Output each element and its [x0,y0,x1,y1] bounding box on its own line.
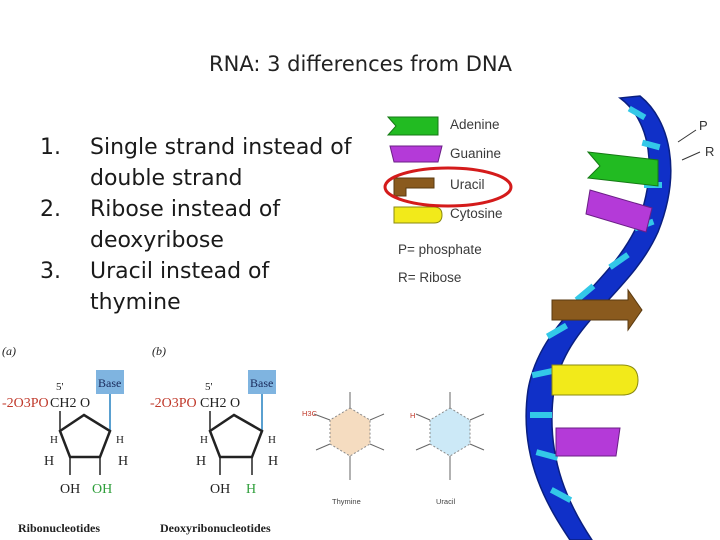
cytosine-base [551,364,639,396]
five-prime-b: 5' [205,381,213,393]
guanine-base [585,189,653,233]
legend-ribose-label: R= Ribose [398,270,462,285]
helix-backbone [525,95,672,540]
two-prime-h-b: H [246,482,256,497]
highlight-circle [383,166,513,208]
five-prime-a: 5' [56,381,64,393]
legend-adenine-label: Adenine [450,117,500,132]
uracil-shape [393,177,435,197]
panel-a-label: (a) [2,344,16,358]
legend-cytosine-label: Cytosine [450,206,503,221]
legend-uracil-label: Uracil [450,177,485,192]
h-label: H [268,454,278,469]
base-box-b-label: Base [250,376,273,390]
deoxyribose-ring-b [208,413,264,459]
nucleotide-structures: (a) Base 5' -2O3PO CH2 O H H H H OH OH R… [2,344,278,535]
ch2-b: CH2 [200,396,226,411]
uracil-name: Uracil [436,497,456,506]
helix-segments [530,105,662,503]
base-box-b [248,370,276,394]
rna-helix-diagram: P R [525,95,714,540]
adenine-shape [386,116,439,136]
h-label: H [268,434,276,446]
h-label: H [116,434,124,446]
ring-oxygen-a: O [80,396,90,411]
differences-list: 1. Single strand instead of double stran… [40,132,360,318]
h-label: H [50,434,58,446]
ribose-ring-a [58,413,112,459]
list-item: 3. Uracil instead of thymine [40,256,360,318]
three-prime-oh-b: OH [210,482,230,497]
panel-b-label: (b) [152,344,166,358]
h-label: H [200,434,208,446]
list-item: 1. Single strand instead of double stran… [40,132,360,194]
h-label: H [44,454,54,469]
legend-phosphate-label: P= phosphate [398,242,482,257]
list-number: 1. [40,135,61,160]
caption-deoxyribonucleotides: Deoxyribonucleotides [160,521,271,535]
guanine-shape [389,145,443,163]
uracil-ring [429,407,471,457]
list-text: Single strand instead of double strand [90,135,352,191]
thymine-ring [329,407,371,457]
methyl-group-label: H3C [302,409,318,418]
list-text: Ribose instead of deoxyribose [90,197,281,253]
helix-r-label: R [705,144,714,159]
slide-title: RNA: 3 differences from DNA [209,52,512,76]
uracil-h-label: H [410,411,415,420]
three-prime-oh-a: OH [60,482,80,497]
list-number: 2. [40,197,61,222]
base-legend-shapes [383,116,513,224]
phosphate-pointer [677,129,697,143]
list-text: Uracil instead of thymine [90,259,270,315]
list-number: 3. [40,259,61,284]
cytosine-shape [393,206,443,224]
caption-ribonucleotides: Ribonucleotides [18,521,100,535]
ring-oxygen-b: O [230,396,240,411]
phosphate-group-a: -2O3PO [2,396,49,411]
thymine-name: Thymine [332,497,361,506]
base-box-a-label: Base [98,376,121,390]
adenine-base [586,151,659,187]
two-prime-oh-a: OH [92,482,112,497]
ch2-a: CH2 [50,396,76,411]
ribose-pointer [681,151,701,161]
guanine-base [555,427,621,457]
h-label: H [118,454,128,469]
uracil-base [551,288,643,332]
list-item: 2. Ribose instead of deoxyribose [40,194,360,256]
base-structures: H3C Thymine H Uracil [302,392,485,506]
base-box-a [96,370,124,394]
helix-p-label: P [699,118,708,133]
legend-guanine-label: Guanine [450,146,502,161]
h-label: H [196,454,206,469]
phosphate-group-b: -2O3PO [150,396,197,411]
